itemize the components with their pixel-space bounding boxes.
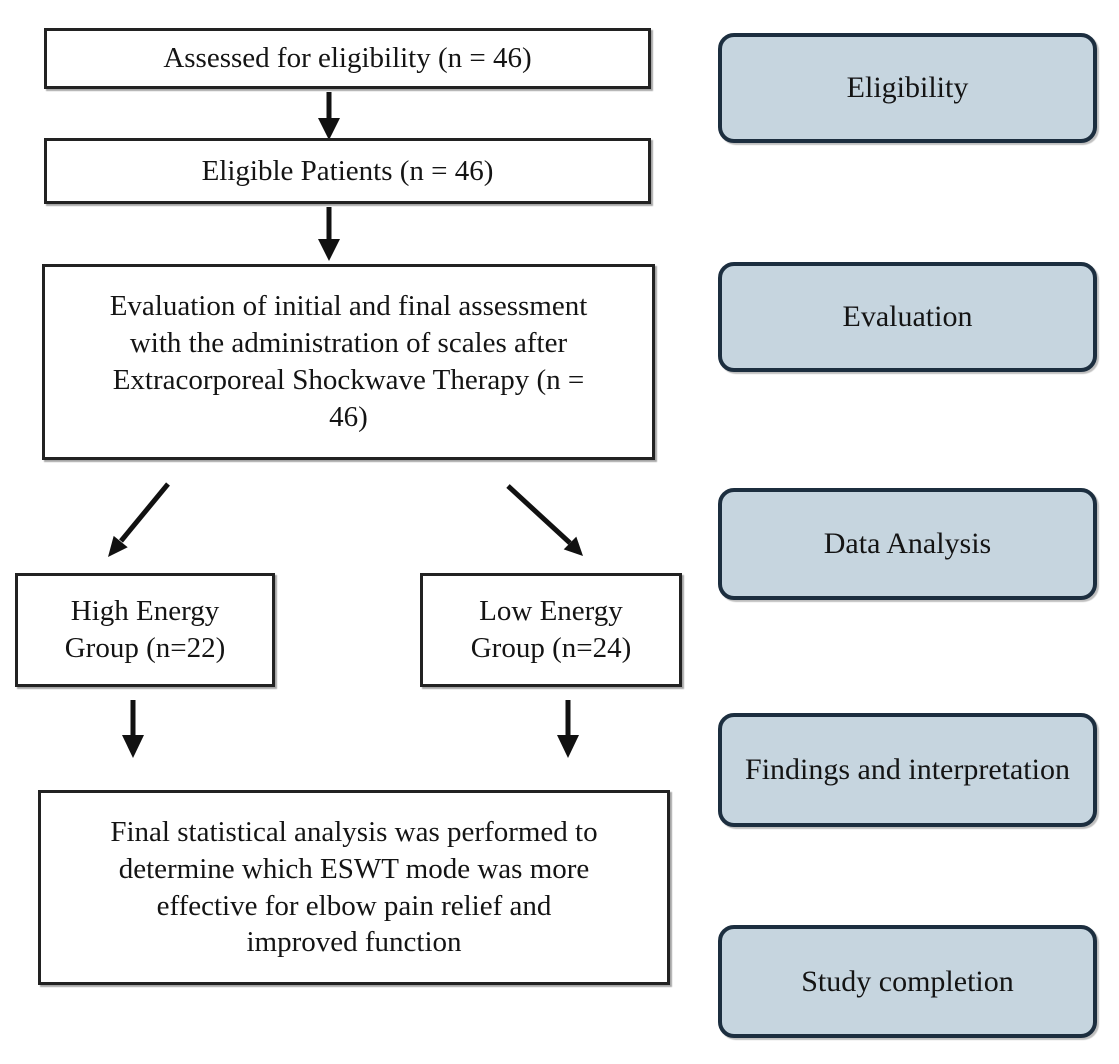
- flow-box-high-energy-label: High Energy Group (n=22): [64, 595, 226, 664]
- flow-box-low-energy-group: Low Energy Group (n=24): [420, 573, 682, 687]
- flow-box-evaluation: Evaluation of initial and final assessme…: [42, 264, 655, 460]
- stage-findings-text: Findings and interpretation: [745, 753, 1070, 787]
- stage-completion-text: Study completion: [801, 964, 1014, 998]
- flow-box-eligible-patients: Eligible Patients (n = 46): [44, 138, 651, 204]
- flow-box-assessed-label: Assessed for eligibility (n = 46): [163, 42, 532, 75]
- stage-label-eligibility: Eligibility: [718, 33, 1097, 143]
- arrow-down-assessed-to-eligible-icon: [318, 92, 340, 140]
- stage-evaluation-text: Evaluation: [842, 300, 973, 334]
- flow-box-high-energy-group: High Energy Group (n=22): [15, 573, 275, 687]
- flow-box-assessed-for-eligibility: Assessed for eligibility (n = 46): [44, 28, 651, 89]
- flow-box-eligible-label: Eligible Patients (n = 46): [201, 154, 494, 187]
- stage-label-data-analysis: Data Analysis: [718, 488, 1097, 600]
- arrow-diagonal-to-high-energy-icon: [108, 482, 170, 557]
- stage-label-study-completion: Study completion: [718, 925, 1097, 1038]
- stage-eligibility-text: Eligibility: [846, 71, 969, 105]
- flow-box-low-energy-label: Low Energy Group (n=24): [470, 595, 632, 664]
- flow-box-evaluation-label: Evaluation of initial and final assessme…: [109, 290, 588, 433]
- stage-label-findings-interpretation: Findings and interpretation: [718, 713, 1097, 827]
- flow-box-final-analysis: Final statistical analysis was performed…: [38, 790, 670, 985]
- arrow-down-low-to-final-icon: [557, 700, 579, 758]
- stage-data-analysis-text: Data Analysis: [823, 527, 992, 561]
- arrow-diagonal-to-low-energy-icon: [506, 484, 583, 556]
- flow-box-final-analysis-label: Final statistical analysis was performed…: [110, 815, 598, 959]
- arrow-down-high-to-final-icon: [122, 700, 144, 758]
- stage-label-evaluation: Evaluation: [718, 262, 1097, 372]
- arrow-down-eligible-to-evaluation-icon: [318, 207, 340, 261]
